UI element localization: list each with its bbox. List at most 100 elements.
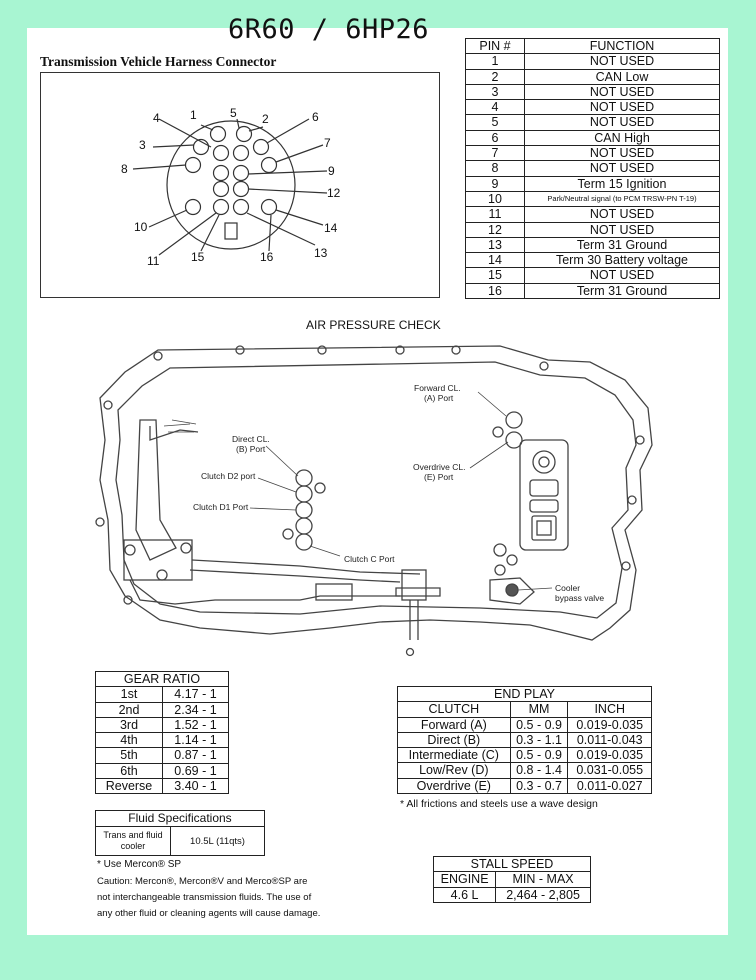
pin-label-14: 14 [324, 221, 338, 235]
table-header-row: ENGINE MIN - MAX [432, 871, 591, 888]
pin-cell: 10 [465, 190, 525, 208]
header-function: FUNCTION [524, 37, 720, 55]
pin-label-8: 8 [121, 162, 128, 176]
caution-line-3: any other fluid or cleaning agents will … [97, 908, 321, 919]
pin-7 [260, 156, 278, 174]
header-min-max: MIN - MAX [495, 871, 591, 888]
pin-11 [212, 180, 230, 198]
function-cell: NOT USED [524, 145, 720, 162]
ratio-cell: 3.40 - 1 [162, 778, 229, 795]
function-cell: CAN High [524, 129, 720, 147]
table-header-row: PIN # FUNCTION [465, 37, 720, 55]
function-cell: Term 31 Ground [524, 236, 720, 254]
pin-6 [252, 138, 270, 156]
table-title-row: STALL SPEED [433, 855, 591, 873]
pin-cell: 2 [465, 68, 525, 85]
fluid-value-cell: 10.5L (11qts) [170, 826, 265, 856]
function-cell: NOT USED [524, 160, 720, 177]
gasket-inner-outline [115, 361, 637, 619]
stall-speed-table: STALL SPEED ENGINE MIN - MAX 4.6 L 2,464… [432, 855, 591, 903]
ratio-cell: 1.14 - 1 [162, 732, 229, 749]
table-title-row: GEAR RATIO [95, 670, 229, 688]
pin-cell: 3 [465, 83, 525, 101]
function-cell: NOT USED [524, 221, 720, 238]
ratio-cell: 1.52 - 1 [162, 716, 229, 734]
pin-label-9: 9 [328, 164, 335, 178]
pin-cell: 12 [465, 221, 525, 238]
pin-label-5: 5 [230, 106, 237, 120]
pin-10 [232, 164, 250, 182]
gear-ratio-title: GEAR RATIO [95, 670, 229, 688]
connector-diagram: 1 4 5 2 6 3 7 8 9 12 10 14 11 15 16 13 [121, 106, 341, 268]
pin-5 [232, 144, 250, 162]
pin-3 [192, 138, 210, 156]
pin-13 [184, 198, 202, 216]
end-play-title: END PLAY [397, 685, 652, 703]
fluid-spec-title: Fluid Specifications [95, 810, 265, 827]
pin-14 [212, 198, 230, 216]
function-cell: CAN Low [524, 68, 720, 85]
function-cell: Term 30 Battery voltage [524, 252, 720, 269]
pin-16 [260, 198, 278, 216]
pin-label-7: 7 [324, 136, 331, 150]
function-cell: NOT USED [524, 206, 720, 223]
pin-cell: 13 [465, 236, 525, 254]
function-cell: Park/Neutral signal (to PCM TRSW-PN T-19… [524, 190, 720, 208]
pin-label-16: 16 [260, 250, 274, 264]
connector-title: Transmission Vehicle Harness Connector [40, 54, 277, 69]
function-cell: Term 31 Ground [524, 282, 720, 300]
function-cell: NOT USED [524, 53, 720, 70]
function-cell: NOT USED [524, 83, 720, 101]
pin-9 [212, 164, 230, 182]
end-play-table: END PLAY CLUTCH MM INCH Forward (A)0.5 -… [397, 685, 652, 795]
page-title: 6R60 / 6HP26 [228, 14, 430, 45]
header-clutch: CLUTCH [397, 701, 511, 718]
table-row: 4.6 L 2,464 - 2,805 [432, 886, 591, 903]
ratio-cell: 2.34 - 1 [162, 701, 229, 718]
caution-line-1: Caution: Mercon®, Mercon®V and Merco®SP … [97, 876, 308, 887]
function-cell: Term 15 Ignition [524, 175, 720, 192]
label-forward-port: Forward CL. [414, 383, 461, 393]
connector-outline [166, 120, 296, 250]
gear-cell: 4th [95, 732, 163, 749]
fluid-note: * Use Mercon® SP [97, 859, 182, 870]
engine-cell: 4.6 L [432, 886, 497, 903]
gasket-outline [99, 345, 653, 641]
header-engine: ENGINE [432, 871, 497, 888]
pin-label-1: 1 [190, 108, 197, 122]
label-clutch-c-port: Clutch C Port [344, 554, 395, 564]
gear-cell: 2nd [95, 701, 163, 718]
gear-cell: 3rd [95, 716, 163, 734]
gear-cell: 5th [95, 747, 163, 764]
header-mm: MM [509, 701, 569, 718]
pin-cell: 16 [465, 282, 525, 300]
pin-2 [235, 125, 253, 143]
label-overdrive-port: Overdrive CL. [413, 462, 465, 472]
label-direct-port-line2: (B) Port [236, 444, 266, 454]
table-header-row: CLUTCH MM INCH [397, 701, 652, 718]
table-title-row: Fluid Specifications [95, 810, 265, 827]
label-clutch-d2-port: Clutch D2 port [201, 471, 256, 481]
